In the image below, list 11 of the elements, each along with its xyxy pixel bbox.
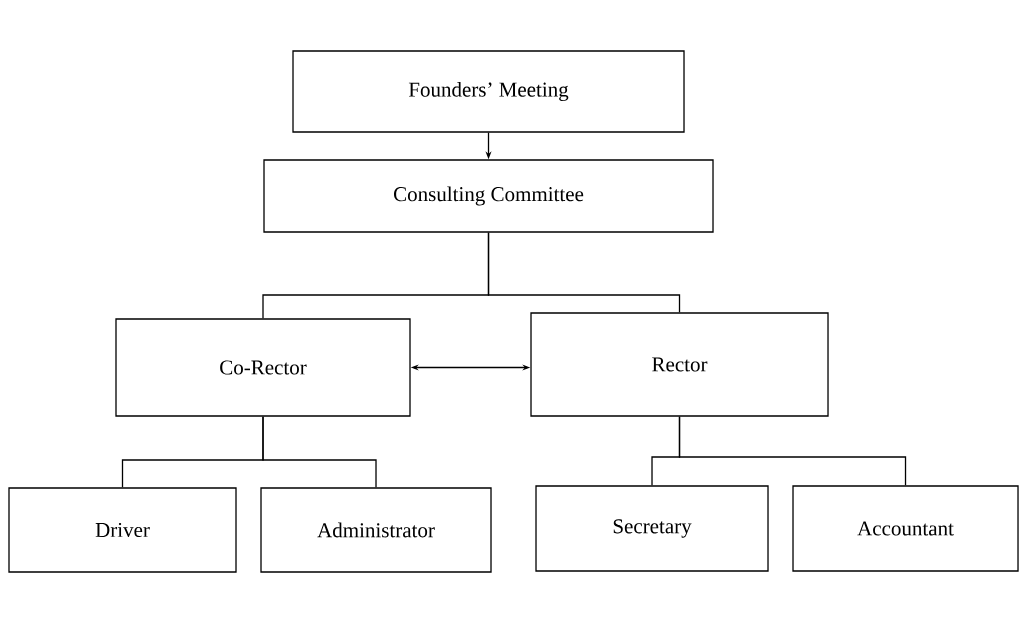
- org-box: Co-Rector: [115, 318, 411, 417]
- org-box: Accountant: [792, 485, 1019, 572]
- org-box: Rector: [530, 312, 829, 417]
- org-box: Founders’ Meeting: [292, 50, 685, 133]
- org-box: Administrator: [260, 487, 492, 573]
- org-box: Driver: [8, 487, 237, 573]
- connector-line: [262, 416, 377, 488]
- org-box: Secretary: [535, 485, 769, 572]
- connector-line: [487, 232, 681, 313]
- connector-line: [678, 416, 907, 486]
- org-box: Consulting Committee: [263, 159, 714, 233]
